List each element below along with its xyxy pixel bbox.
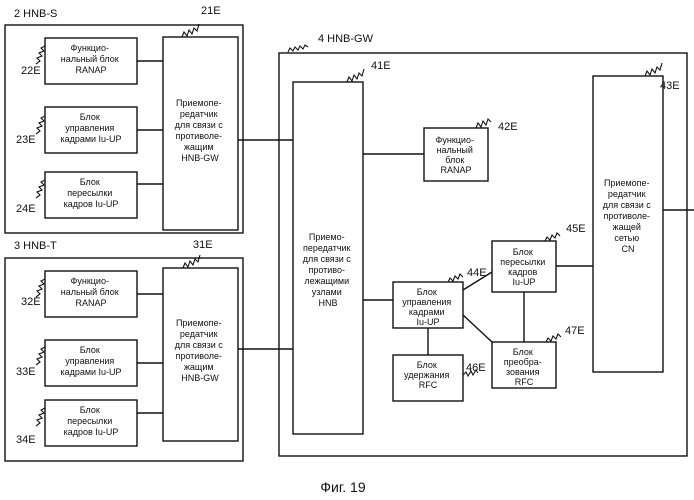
hnb-t-ref-31e: 31E [193,239,213,251]
hnb-s-ref-22e-leader [36,46,45,64]
hnb-t-ref-32e: 32E [21,296,41,308]
hnb-gw-ref-41e-leader [347,69,364,82]
hnb-gw-title: 4 HNB-GW [318,33,374,45]
hnb-gw-ref-42e-leader [476,119,491,128]
hnb-s-title: 2 HNB-S [14,8,57,20]
hnb-gw-link-control-rfc [463,315,492,342]
hnb-t-transceiver-label: Приемопе- редатчик для связи с противоле… [175,318,226,383]
hnb-t-ref-31e-leader [183,255,200,268]
hnb-gw-ref-43e-leader [645,63,662,76]
hnb-s-ref-24e: 24E [16,203,36,215]
hnb-t-ref-34e: 34E [16,434,36,446]
figure-caption: Фиг. 19 [320,479,365,495]
hnb-gw-ref-45e: 45E [566,223,586,235]
hnb-gw-ref-47e-leader [546,334,561,342]
hnb-gw-ref-44e-leader [448,274,463,282]
hnb-t-ref-32e-leader [36,279,45,297]
hnb-s-group: 2 HNB-S Функцио- нальный блок RANAP Блок… [5,5,243,233]
hnb-gw-ref-41e: 41E [371,60,391,72]
hnb-gw-ref-43e: 43E [660,80,680,92]
hnb-gw-ref-42e: 42E [498,121,518,133]
hnb-gw-ref-44e: 44E [467,267,487,279]
hnb-s-transceiver-label: Приемопе- редатчик для связи с противоле… [175,98,226,163]
hnb-t-ref-33e-leader [36,347,45,365]
hnb-t-ref-33e: 33E [16,366,36,378]
hnb-gw-title-leader [288,45,308,52]
hnb-t-group: 3 HNB-T Функцио- нальный блок RANAP Блок… [5,239,243,461]
hnb-gw-ref-45e-leader [545,233,560,241]
hnb-s-ref-21e-leader [182,24,199,37]
hnb-s-ref-21e: 21E [201,5,221,17]
hnb-s-ref-24e-leader [36,180,45,198]
hnb-gw-ref-46e: 46E [466,362,486,374]
hnb-gw-group: 4 HNB-GW Приемо- передатчик для связи с … [279,33,694,456]
hnb-t-title: 3 HNB-T [14,240,57,252]
hnb-t-ref-34e-leader [36,408,45,426]
hnb-s-ref-23e-leader [36,116,45,134]
hnb-s-ref-23e: 23E [16,134,36,146]
hnb-s-ref-22e: 22E [21,65,41,77]
hnb-gw-ref-47e: 47E [565,325,585,337]
